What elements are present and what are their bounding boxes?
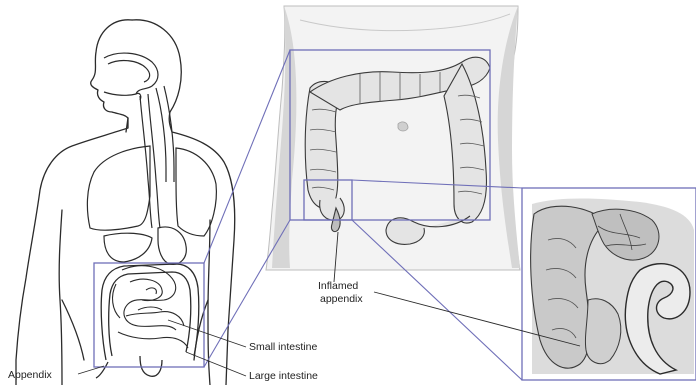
label-large-intestine: Large intestine xyxy=(249,370,318,382)
label-inflamed-line2: appendix xyxy=(320,293,363,305)
stomach-liver xyxy=(104,227,186,264)
waist-left xyxy=(62,300,84,360)
label-inflamed-line1: Inflamed xyxy=(318,280,358,292)
label-appendix: Appendix xyxy=(8,369,52,381)
appendix-drawing xyxy=(96,362,108,378)
liver xyxy=(104,233,152,262)
navel xyxy=(398,122,408,131)
body-outline xyxy=(16,20,235,385)
head-back xyxy=(132,20,235,385)
leader-large-intestine xyxy=(186,352,246,376)
small-intestine-drawing xyxy=(113,266,188,348)
nasal-cavity-inner xyxy=(108,61,150,82)
stomach xyxy=(158,227,186,264)
trachea xyxy=(156,88,166,182)
large-intestine-drawing xyxy=(96,264,199,378)
left-lung xyxy=(87,146,150,230)
head-outline xyxy=(16,20,132,385)
mouth-cavity xyxy=(104,92,141,100)
rectum xyxy=(140,356,162,376)
leader-small-intestine xyxy=(168,320,246,347)
left-arm-inner xyxy=(59,210,62,385)
upper-digestive-tract xyxy=(104,53,174,228)
zoom-illustration xyxy=(522,188,696,380)
leader-appendix xyxy=(78,366,104,374)
label-small-intestine: Small intestine xyxy=(249,341,317,353)
